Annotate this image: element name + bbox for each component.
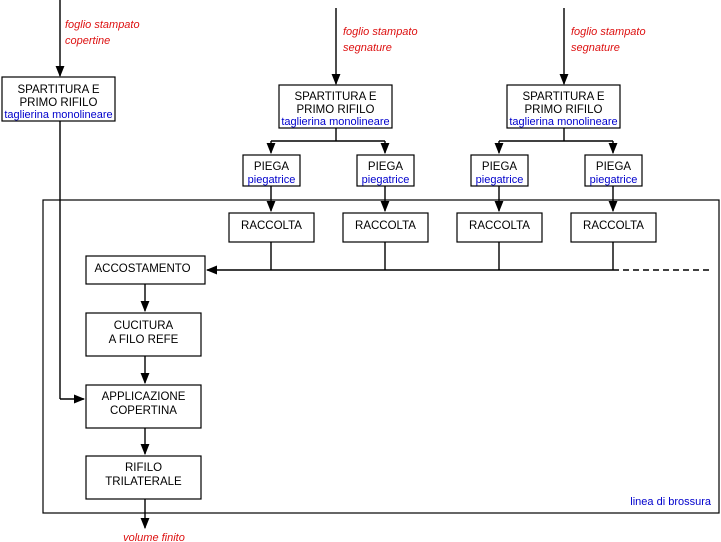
branch-connector-1: [271, 128, 385, 142]
spartitura-covers-title-2: PRIMO RIFILO: [20, 97, 98, 109]
piega-box-4: PIEGA piegatrice: [584, 154, 643, 187]
spartitura-sig1-machine: taglierina monolineare: [281, 116, 389, 128]
spartitura-box-covers: SPARTITURA E PRIMO RIFILO taglierina mon…: [1, 76, 116, 122]
piega-2-machine: piegatrice: [362, 174, 410, 186]
binding-line-label: linea di brossura: [630, 496, 712, 508]
applicazione-box: APPLICAZIONE COPERTINA: [85, 384, 202, 429]
piega-box-3: PIEGA piegatrice: [470, 154, 529, 187]
spartitura-sig2-machine: taglierina monolineare: [509, 116, 617, 128]
spartitura-sig2-title-1: SPARTITURA E: [522, 91, 604, 103]
accostamento-box: ACCOSTAMENTO: [85, 255, 206, 285]
applicazione-label-2: COPERTINA: [110, 405, 177, 417]
accostamento-label: ACCOSTAMENTO: [94, 263, 190, 275]
raccolta-3-label: RACCOLTA: [469, 220, 530, 232]
cucitura-label-1: CUCITURA: [114, 320, 174, 332]
branch-connector-2: [499, 128, 613, 142]
piega-4-title: PIEGA: [596, 161, 631, 173]
piega-3-machine: piegatrice: [476, 174, 524, 186]
cucitura-box: CUCITURA A FILO REFE: [85, 312, 202, 357]
piega-1-title: PIEGA: [254, 161, 289, 173]
spartitura-sig2-title-2: PRIMO RIFILO: [525, 104, 603, 116]
raccolta-1-label: RACCOLTA: [241, 220, 302, 232]
spartitura-box-signatures-2: SPARTITURA E PRIMO RIFILO taglierina mon…: [506, 84, 621, 129]
raccolta-box-4: RACCOLTA: [570, 212, 657, 243]
spartitura-covers-title-1: SPARTITURA E: [17, 84, 99, 96]
rifilo-box: RIFILO TRILATERALE: [85, 455, 202, 500]
signatures-input-1-label-line2: segnature: [343, 42, 392, 54]
piega-4-machine: piegatrice: [590, 174, 638, 186]
output-label: volume finito: [123, 532, 185, 542]
covers-input-label-line1: foglio stampato: [65, 19, 140, 31]
spartitura-covers-machine: taglierina monolineare: [4, 109, 112, 121]
piega-1-machine: piegatrice: [248, 174, 296, 186]
applicazione-label-1: APPLICAZIONE: [102, 391, 186, 403]
raccolta-4-label: RACCOLTA: [583, 220, 644, 232]
piega-2-title: PIEGA: [368, 161, 403, 173]
rifilo-label-2: TRILATERALE: [105, 476, 182, 488]
cucitura-label-2: A FILO REFE: [109, 334, 179, 346]
piega-3-title: PIEGA: [482, 161, 517, 173]
signatures-input-2-label-line1: foglio stampato: [571, 26, 646, 38]
spartitura-sig1-title-2: PRIMO RIFILO: [297, 104, 375, 116]
piega-box-2: PIEGA piegatrice: [356, 154, 415, 187]
raccolta-box-2: RACCOLTA: [342, 212, 429, 243]
spartitura-box-signatures-1: SPARTITURA E PRIMO RIFILO taglierina mon…: [278, 84, 393, 129]
covers-input-label-line2: copertine: [65, 35, 110, 47]
raccolta-box-1: RACCOLTA: [228, 212, 315, 243]
piega-box-1: PIEGA piegatrice: [242, 154, 301, 187]
signatures-input-2-label-line2: segnature: [571, 42, 620, 54]
spartitura-sig1-title-1: SPARTITURA E: [294, 91, 376, 103]
raccolta-2-label: RACCOLTA: [355, 220, 416, 232]
raccolta-box-3: RACCOLTA: [456, 212, 543, 243]
signatures-input-1-label-line1: foglio stampato: [343, 26, 418, 38]
rifilo-label-1: RIFILO: [125, 462, 162, 474]
raccolta-drops: [270, 242, 614, 270]
